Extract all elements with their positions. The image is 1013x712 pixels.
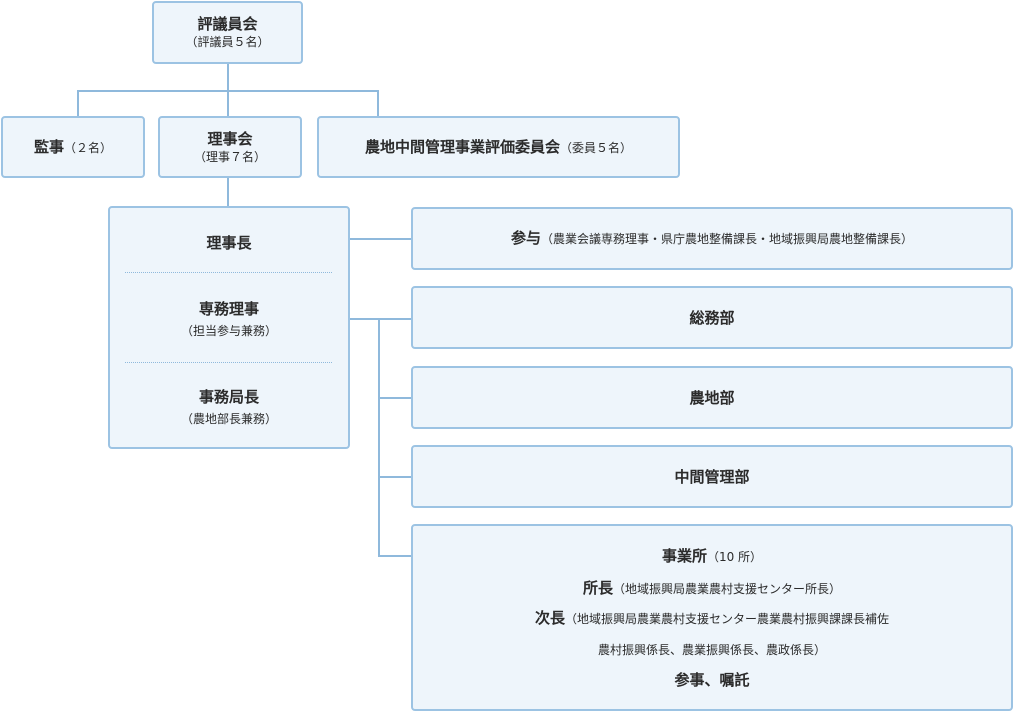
- chair-item: 理事長: [110, 214, 348, 272]
- committee-box: 農地中間管理事業評価委員会（委員５名）: [317, 116, 680, 178]
- connector-advisor: [349, 238, 412, 240]
- dept-general-affairs-box: 総務部: [411, 286, 1013, 349]
- connector-dept-farmland: [378, 397, 412, 399]
- auditor-sub: （２名）: [64, 140, 113, 155]
- dept-farmland-box: 農地部: [411, 366, 1013, 429]
- board-title: 理事会: [207, 129, 253, 148]
- connector-committee-drop: [377, 90, 379, 116]
- office-head-sub: （地域振興局農業農村支援センター所長）: [613, 582, 842, 596]
- executive-title: 専務理事: [198, 299, 259, 318]
- office-title-line: 事業所（10 所）: [662, 546, 762, 567]
- dept-farmland-title: 農地部: [689, 388, 735, 407]
- connector-auditor-drop: [77, 90, 79, 116]
- connector-dept-intermediate: [378, 476, 412, 478]
- connector-management-right: [349, 318, 412, 320]
- office-deputy-title: 次長: [534, 609, 565, 627]
- advisor-title: 参与: [510, 229, 541, 247]
- dept-general-affairs-title: 総務部: [689, 308, 735, 327]
- office-count: （10 所）: [706, 550, 763, 564]
- board-box: 理事会 （理事７名）: [158, 116, 302, 178]
- dept-intermediate-title: 中間管理部: [674, 467, 750, 486]
- management-divider-2: [125, 362, 332, 363]
- secretary-sub: （農地部長兼務）: [180, 411, 277, 426]
- council-box: 評議員会 （評議員５名）: [152, 1, 303, 64]
- connector-top-horizontal: [77, 90, 379, 92]
- dept-intermediate-box: 中間管理部: [411, 445, 1013, 508]
- auditor-label: 監事（２名）: [34, 137, 112, 158]
- chair-title: 理事長: [206, 234, 252, 252]
- executive-sub: （担当参与兼務）: [180, 323, 277, 338]
- secretary-title: 事務局長: [198, 387, 259, 406]
- management-divider-1: [125, 272, 332, 273]
- office-deputy-line: 次長（地域振興局農業農村支援センター農業農村振興課課長補佐: [535, 608, 889, 629]
- office-head-line: 所長（地域振興局農業農村支援センター所長）: [583, 578, 841, 599]
- office-head-title: 所長: [582, 579, 613, 597]
- office-staff: 参事、嘱託: [674, 671, 750, 689]
- advisor-box: 参与（農業会議専務理事・県庁農地整備課長・地域振興局農地整備課長）: [411, 207, 1013, 270]
- secretary-item: 事務局長 （農地部長兼務）: [110, 370, 348, 444]
- connector-dept-office: [378, 555, 412, 557]
- executive-item: 専務理事 （担当参与兼務）: [110, 280, 348, 358]
- advisor-label: 参与（農業会議専務理事・県庁農地整備課長・地域振興局農地整備課長）: [511, 228, 913, 249]
- council-title: 評議員会: [197, 15, 258, 33]
- connector-departments-vertical: [378, 318, 380, 557]
- management-box: 理事長 専務理事 （担当参与兼務） 事務局長 （農地部長兼務）: [108, 206, 350, 449]
- office-box: 事業所（10 所） 所長（地域振興局農業農村支援センター所長） 次長（地域振興局…: [411, 524, 1013, 711]
- advisor-sub: （農業会議専務理事・県庁農地整備課長・地域振興局農地整備課長）: [541, 232, 914, 246]
- council-sub: （評議員５名）: [185, 35, 270, 49]
- auditor-title: 監事: [33, 137, 64, 156]
- committee-label: 農地中間管理事業評価委員会（委員５名）: [365, 137, 632, 158]
- office-title: 事業所: [661, 547, 707, 565]
- committee-title: 農地中間管理事業評価委員会: [364, 137, 560, 156]
- auditor-box: 監事（２名）: [1, 116, 145, 178]
- board-sub: （理事７名）: [193, 149, 266, 164]
- office-deputy-sub: （地域振興局農業農村支援センター農業農村振興課課長補佐: [565, 612, 890, 626]
- committee-sub: （委員５名）: [560, 140, 633, 155]
- office-deputy-sub2: 農村振興係長、農業振興係長、農政係長）: [597, 643, 826, 657]
- connector-board-down: [227, 177, 229, 207]
